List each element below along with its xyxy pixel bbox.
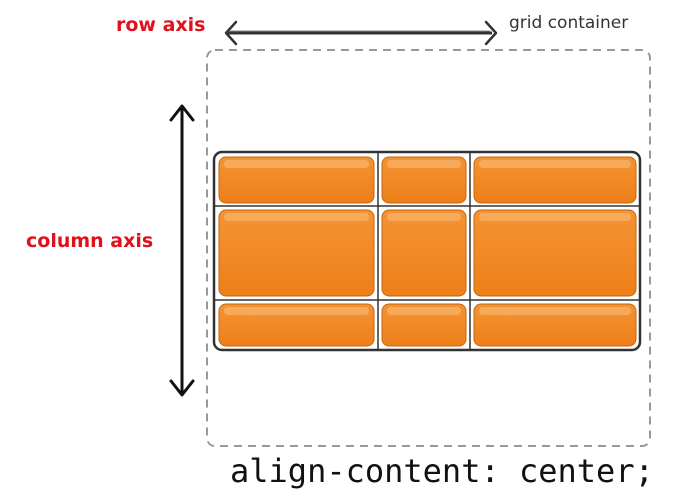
row-axis-arrow (224, 20, 498, 46)
grid-item (473, 303, 637, 347)
grid-item (381, 303, 467, 347)
grid-item (473, 209, 637, 297)
grid-item (218, 303, 375, 347)
column-axis-arrow (169, 104, 195, 397)
row-axis-label: row axis (116, 14, 206, 36)
grid-items (218, 156, 637, 347)
grid-lines (215, 153, 639, 349)
grid-item (381, 209, 467, 297)
grid-item (473, 156, 637, 204)
grid-container-label: grid container (509, 13, 629, 33)
column-axis-label: column axis (26, 230, 154, 252)
grid-item (381, 156, 467, 204)
grid-item (218, 156, 375, 204)
grid-item (218, 209, 375, 297)
css-rule-caption: align-content: center; (230, 452, 654, 490)
grid-container-border (206, 49, 651, 447)
